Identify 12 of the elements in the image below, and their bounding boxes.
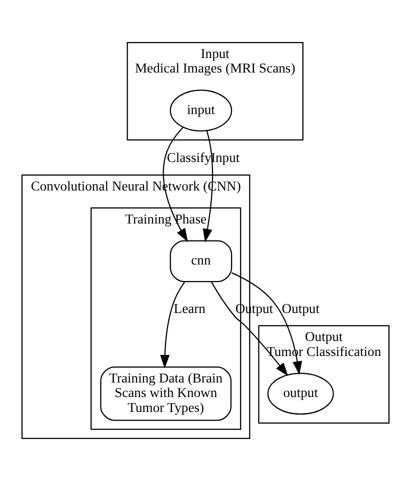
node-ellipse: input — [170, 90, 232, 132]
arrow — [202, 130, 214, 242]
arrow — [162, 126, 188, 242]
edge-label: Classify — [166, 150, 212, 166]
arrow — [232, 272, 302, 375]
node-ellipse: output — [267, 372, 334, 415]
arrow — [160, 281, 186, 369]
node-box: cnn — [170, 240, 232, 282]
node-box: Training Data (Brain Scans with Known Tumor Types) — [100, 366, 232, 421]
edge-label: Learn — [174, 300, 206, 316]
edge-label: Output — [282, 300, 320, 316]
arrow — [210, 282, 288, 376]
